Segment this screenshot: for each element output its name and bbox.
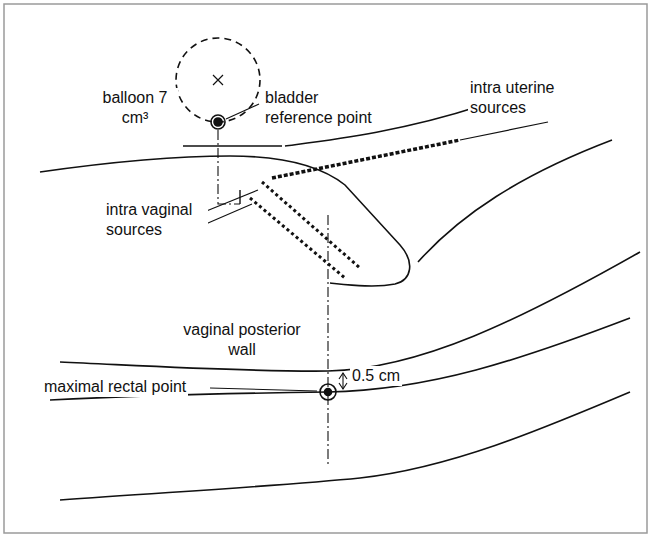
balloon-center bbox=[213, 75, 223, 85]
dimension-line bbox=[342, 373, 343, 389]
uterus-outline bbox=[418, 140, 612, 262]
leader-line bbox=[460, 122, 548, 140]
vaginal-source bbox=[250, 198, 345, 278]
dimension-label: 0.5 cm bbox=[350, 366, 402, 386]
rectum-wall bbox=[60, 392, 630, 500]
leader-line bbox=[226, 104, 259, 119]
bladder-point-ring bbox=[211, 115, 225, 129]
posterior-wall-label: vaginal posterior wall bbox=[168, 320, 316, 360]
rectal-point bbox=[325, 389, 332, 396]
bladder-wall bbox=[183, 145, 282, 147]
bladder-label: bladder reference point bbox=[263, 88, 392, 128]
uterine-source bbox=[272, 140, 460, 178]
vaginal-source bbox=[262, 182, 360, 268]
bladder-point bbox=[214, 118, 222, 126]
posterior-wall bbox=[60, 252, 640, 371]
axis-line bbox=[327, 215, 328, 465]
balloon-label: balloon 7 cm³ bbox=[92, 88, 178, 128]
balloon-outline bbox=[176, 38, 260, 122]
vaginal-sources-label: intra vaginal sources bbox=[104, 200, 208, 240]
rectal-point-ring bbox=[320, 384, 336, 400]
leader-line bbox=[210, 388, 317, 391]
uterine-sources-label: intra uterine sources bbox=[468, 78, 584, 118]
dimension-arrow bbox=[339, 373, 347, 389]
leader-line bbox=[204, 190, 258, 212]
axis-line bbox=[218, 130, 240, 204]
vagina-outline bbox=[40, 156, 410, 286]
rectal-point-label: maximal rectal point bbox=[42, 377, 188, 397]
frame bbox=[4, 4, 647, 533]
